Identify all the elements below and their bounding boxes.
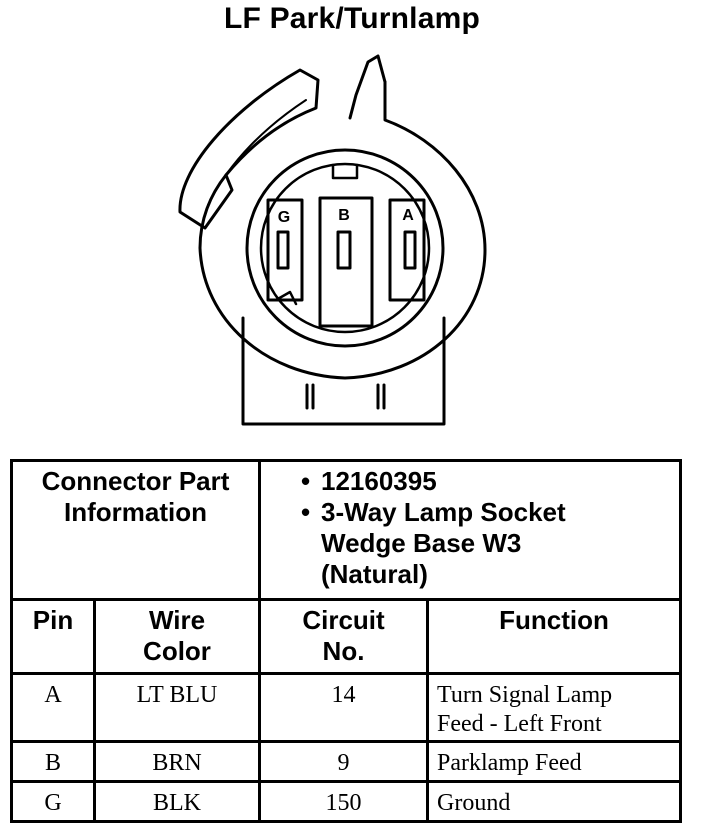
- connector-face-drawing: G B A: [160, 50, 520, 430]
- part-info-details: •12160395 •3-Way Lamp Socket Wedge Base …: [257, 459, 683, 601]
- cavity-a: [388, 198, 426, 302]
- terminal-a: [403, 230, 417, 270]
- header-function: Function: [425, 598, 683, 675]
- cell-function: Turn Signal Lamp Feed - Left Front: [425, 672, 683, 743]
- cell-pin: G: [10, 780, 96, 823]
- diagram-title: LF Park/Turnlamp: [223, 2, 481, 35]
- pin-label-g: G: [278, 209, 290, 226]
- header-circuit-no: Circuit No.: [258, 598, 429, 675]
- cell-pin: A: [10, 672, 96, 743]
- cell-pin: B: [10, 740, 96, 783]
- cavity-g: [266, 198, 304, 302]
- key-tab: [348, 54, 387, 120]
- cell-circuit: 150: [258, 780, 429, 823]
- cell-function: Ground: [425, 780, 683, 823]
- socket-outer-ring: [198, 80, 487, 380]
- pin-label-b: B: [338, 207, 350, 224]
- table-row: G BLK 150 Ground: [10, 780, 683, 823]
- cell-circuit: 9: [258, 740, 429, 783]
- part-info-row: Connector Part Information •12160395 •3-…: [10, 459, 683, 601]
- cell-wire-color: BRN: [93, 740, 261, 783]
- cell-circuit: 14: [258, 672, 429, 743]
- socket-inner-ring: [245, 148, 445, 348]
- terminal-g: [276, 230, 290, 270]
- part-number: 12160395: [321, 466, 437, 496]
- latch-arm: [178, 68, 320, 230]
- header-pin: Pin: [10, 598, 96, 675]
- cell-wire-color: BLK: [93, 780, 261, 823]
- terminal-b: [336, 230, 352, 270]
- cavity-b: [318, 196, 374, 328]
- pin-label-a: A: [402, 207, 414, 224]
- cell-wire-color: LT BLU: [93, 672, 261, 743]
- header-wire-color: Wire Color: [93, 598, 261, 675]
- table-header-row: Pin Wire Color Circuit No. Function: [10, 598, 683, 675]
- socket-base-outline: [241, 316, 446, 426]
- part-info-label: Connector Part Information: [10, 459, 261, 601]
- table-row: A LT BLU 14 Turn Signal Lamp Feed - Left…: [10, 672, 683, 743]
- table-row: B BRN 9 Parklamp Feed: [10, 740, 683, 783]
- connector-info-table: Connector Part Information •12160395 •3-…: [10, 459, 683, 823]
- cell-function: Parklamp Feed: [425, 740, 683, 783]
- part-description: 3-Way Lamp Socket: [321, 497, 566, 527]
